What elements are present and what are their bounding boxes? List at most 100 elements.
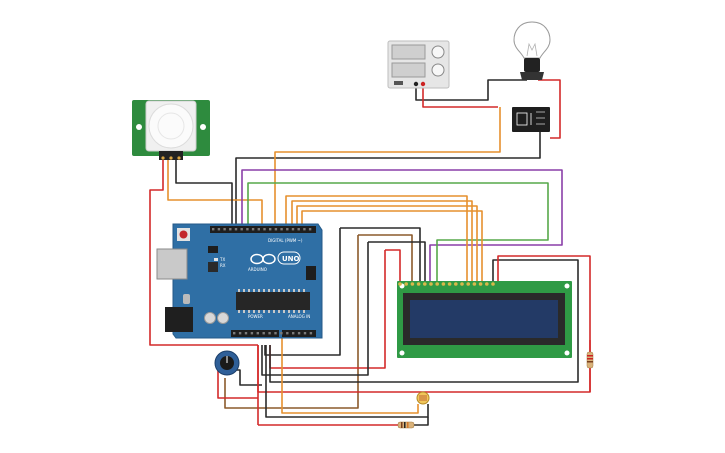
arduino-bottom-pin[interactable] (274, 332, 277, 335)
mcu-leg[interactable] (253, 289, 255, 292)
mcu-leg[interactable] (238, 310, 240, 313)
lcd-pin[interactable] (485, 282, 489, 286)
lcd-pins[interactable] (398, 282, 495, 286)
mcu-leg[interactable] (268, 310, 270, 313)
arduino-digital-pin[interactable] (303, 228, 306, 231)
arduino-bottom-pins[interactable] (233, 332, 313, 335)
arduino-digital-pin[interactable] (286, 228, 289, 231)
arduino-digital-pin[interactable] (274, 228, 278, 231)
lcd-pin[interactable] (466, 282, 471, 286)
power-supply[interactable] (387, 40, 450, 89)
arduino-digital-pin[interactable] (308, 228, 312, 231)
lcd-pin[interactable] (416, 282, 421, 286)
mcu-leg[interactable] (283, 289, 285, 292)
arduino-digital-pin[interactable] (251, 228, 255, 231)
mcu-leg[interactable] (243, 289, 245, 292)
mcu-leg[interactable] (273, 310, 275, 313)
lcd-pin[interactable] (478, 282, 483, 286)
mcu-leg[interactable] (278, 289, 280, 292)
arduino-bottom-pin[interactable] (262, 332, 265, 335)
resistor-1[interactable] (397, 421, 415, 429)
arduino-bottom-pin[interactable] (238, 332, 242, 335)
pir-pin-out[interactable] (169, 156, 173, 160)
arduino-bottom-pin[interactable] (292, 332, 295, 335)
arduino-digital-pin[interactable] (246, 228, 249, 231)
lcd-16x2[interactable] (397, 281, 572, 358)
arduino-bottom-pin[interactable] (233, 332, 236, 335)
arduino-bottom-pin[interactable] (256, 332, 259, 335)
mcu-leg[interactable] (258, 289, 260, 292)
lcd-pin[interactable] (441, 282, 446, 286)
mcu-leg[interactable] (293, 310, 295, 313)
relay[interactable] (512, 107, 550, 132)
mcu-leg[interactable] (298, 289, 300, 292)
arduino-bottom-pin[interactable] (268, 332, 271, 335)
arduino-bottom-pin[interactable] (244, 332, 248, 335)
pir-pin-vcc[interactable] (161, 156, 165, 160)
mcu-leg[interactable] (263, 289, 265, 292)
power-supply-terminal-black[interactable] (413, 81, 419, 87)
arduino-digital-pin[interactable] (240, 228, 243, 231)
mcu-leg[interactable] (248, 310, 250, 313)
power-supply-knob-bottom[interactable] (431, 63, 445, 77)
lcd-pin[interactable] (447, 282, 452, 286)
lcd-pin[interactable] (460, 282, 464, 286)
mcu-leg[interactable] (273, 289, 275, 292)
lcd-pin[interactable] (404, 282, 409, 286)
arduino-digital-pin[interactable] (217, 228, 221, 231)
lcd-pin[interactable] (410, 282, 415, 286)
power-supply-terminal-red[interactable] (420, 81, 426, 87)
mcu-leg[interactable] (263, 310, 265, 313)
arduino-digital-pin[interactable] (234, 228, 238, 231)
arduino-bottom-pin[interactable] (303, 332, 307, 335)
mcu-leg[interactable] (288, 289, 290, 292)
pir-pin-gnd[interactable] (177, 156, 181, 160)
arduino-digital-pin[interactable] (263, 228, 266, 231)
mcu-leg[interactable] (258, 310, 260, 313)
arduino-bottom-pin[interactable] (297, 332, 301, 335)
pir-sensor[interactable] (132, 100, 210, 160)
light-bulb[interactable] (513, 21, 551, 80)
arduino-digital-pin[interactable] (212, 228, 215, 231)
resistor-2[interactable] (586, 351, 594, 369)
lcd-pin[interactable] (423, 282, 427, 286)
lcd-pin[interactable] (472, 282, 477, 286)
pir-dome (148, 103, 194, 149)
arduino-digital-pin[interactable] (269, 228, 272, 231)
mcu-leg[interactable] (293, 289, 295, 292)
mcu-leg[interactable] (303, 289, 305, 292)
lcd-pin[interactable] (435, 282, 440, 286)
mcu-leg[interactable] (268, 289, 270, 292)
wire-green (247, 182, 549, 282)
arduino-uno[interactable]: DIGITAL (PWM ~) ARDUINO UNO TX RX POWER … (156, 223, 323, 339)
mcu-leg[interactable] (298, 310, 300, 313)
power-supply-knob-top[interactable] (431, 45, 445, 59)
arduino-bottom-pin[interactable] (309, 332, 313, 335)
arduino-digital-pin[interactable] (297, 228, 300, 231)
mcu-leg[interactable] (248, 289, 250, 292)
arduino-digital-pin[interactable] (280, 228, 283, 231)
arduino-digital-pin[interactable] (229, 228, 232, 231)
potentiometer[interactable] (214, 350, 240, 376)
photoresistor[interactable] (416, 391, 430, 405)
lcd-pin[interactable] (491, 282, 495, 286)
power-supply-switch[interactable] (394, 81, 403, 85)
arduino-digital-pins[interactable] (212, 228, 312, 231)
arduino-bottom-pin[interactable] (280, 332, 283, 335)
mcu-leg[interactable] (238, 289, 240, 292)
mcu-leg[interactable] (243, 310, 245, 313)
lcd-pin[interactable] (454, 282, 458, 286)
arduino-digital-pin[interactable] (257, 228, 260, 231)
lcd-pin[interactable] (429, 282, 433, 286)
mcu-leg[interactable] (253, 310, 255, 313)
arduino-digital-pin[interactable] (291, 228, 295, 231)
arduino-digital-pin[interactable] (223, 228, 226, 231)
arduino-bottom-pin[interactable] (286, 332, 289, 335)
mcu-leg[interactable] (278, 310, 280, 313)
arduino-reset-button[interactable] (179, 230, 188, 239)
mcu-leg[interactable] (283, 310, 285, 313)
mcu-leg[interactable] (303, 310, 305, 313)
arduino-bottom-pin[interactable] (250, 332, 254, 335)
lcd-pin[interactable] (398, 282, 402, 286)
mcu-leg[interactable] (288, 310, 290, 313)
